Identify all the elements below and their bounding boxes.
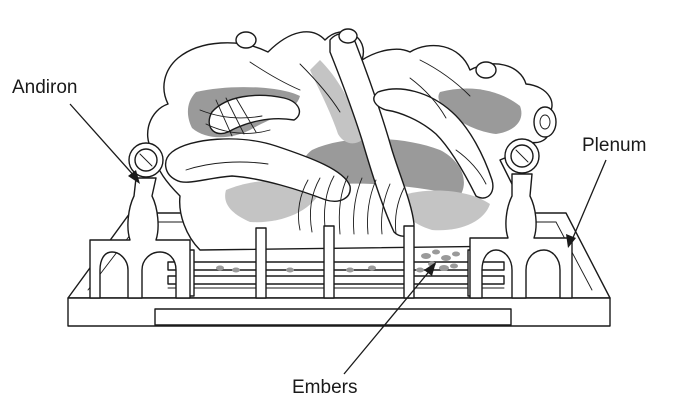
plenum-label: Plenum xyxy=(582,135,646,156)
callout-andiron: Andiron xyxy=(12,77,140,184)
andiron-leader-line xyxy=(70,104,136,178)
embers-label: Embers xyxy=(292,377,357,397)
plenum-leader-line xyxy=(572,160,606,240)
andiron-label: Andiron xyxy=(12,77,78,98)
callout-plenum: Plenum xyxy=(566,135,646,248)
log-bundle xyxy=(148,29,556,250)
